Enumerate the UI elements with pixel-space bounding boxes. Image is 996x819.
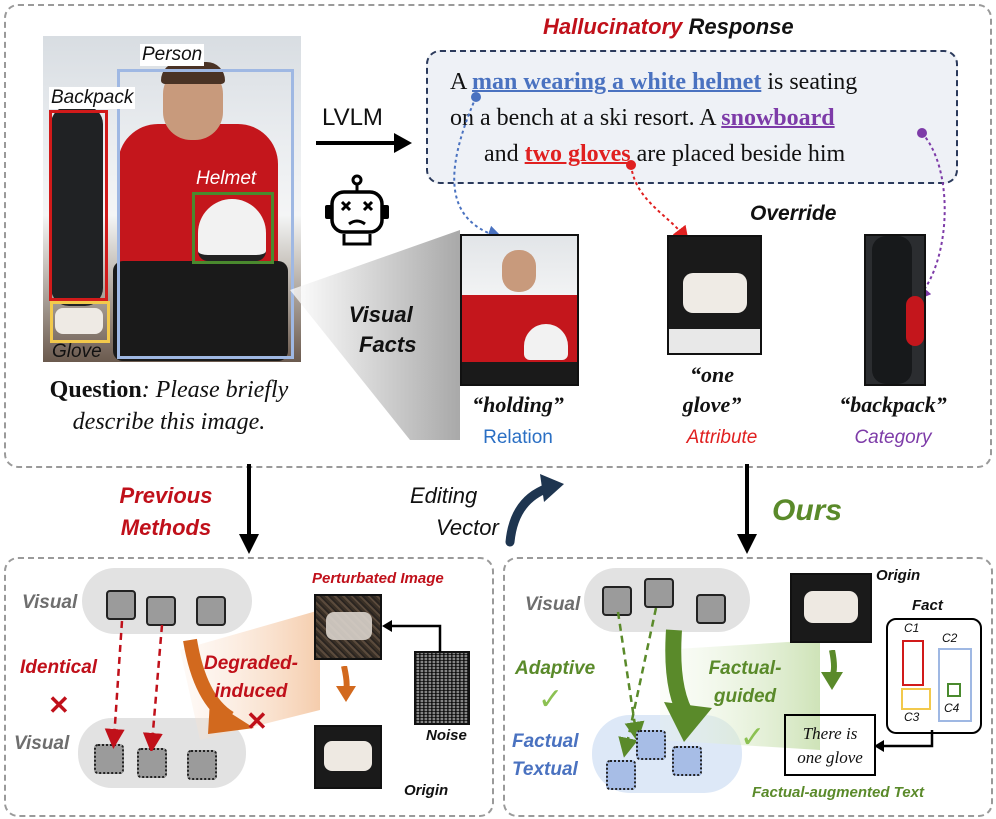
helmet-shape	[198, 199, 266, 261]
response-title: Hallucinatory Response	[543, 14, 794, 39]
editing-vector-arrow	[505, 474, 564, 547]
fact-box	[886, 618, 982, 734]
noise-label: Noise	[426, 727, 467, 744]
attribute-phrase: two gloves	[524, 141, 631, 167]
augmented-text-label: Factual-augmented Text	[752, 784, 924, 801]
category-word: snowboard	[721, 105, 835, 131]
c1-label: C1	[904, 621, 920, 635]
green-beam	[660, 629, 820, 750]
c1-box	[902, 640, 924, 686]
visual-top-label: Visual	[22, 592, 78, 613]
degraded-cross-icon: ✕	[246, 706, 268, 736]
visual-facts-cone	[290, 230, 460, 440]
visual-facts-label: Visual Facts	[348, 302, 417, 357]
identical-arrows	[104, 620, 164, 751]
top-panel	[4, 4, 992, 468]
textual-token-3	[672, 746, 702, 776]
visual-label-right: Visual	[525, 594, 581, 615]
person-hair	[161, 62, 225, 84]
origin-image-right	[790, 573, 872, 643]
origin-image-left	[314, 725, 382, 789]
helmet-label: Helmet	[196, 168, 257, 189]
edited-token-1	[94, 744, 124, 774]
c4-label: C4	[944, 701, 960, 715]
fact-quote-category: “backpack”	[839, 392, 947, 417]
main-photo	[43, 36, 301, 362]
adaptive-check-icon: ✓	[538, 683, 564, 716]
person-bbox	[117, 69, 294, 359]
down-arrow-right	[737, 464, 757, 554]
degraded-label: Degraded- induced	[204, 653, 298, 702]
person-pants	[113, 261, 288, 361]
c2-box	[938, 648, 972, 722]
backpack-bbox	[49, 110, 108, 301]
perturbated-image	[314, 594, 382, 660]
question-label: Question	[49, 377, 142, 403]
identical-cross-icon: ✕	[48, 690, 70, 720]
identical-label: Identical	[20, 657, 98, 678]
origin-label-right: Origin	[876, 567, 921, 584]
question-text: Question: Please briefly describe this i…	[49, 377, 289, 435]
guided-check-icon: ✓	[740, 721, 766, 754]
previous-methods-label: Previous Methods	[119, 483, 213, 540]
visual-token-r2	[644, 578, 674, 608]
c3-box	[901, 688, 931, 710]
glove-bbox	[50, 301, 110, 343]
adaptive-label: Adaptive	[515, 658, 596, 679]
factual-textual-label: Factual Textual	[512, 731, 579, 780]
override-label: Override	[750, 202, 837, 225]
editing-vector-label: Editing Vector	[410, 483, 499, 540]
factual-guided-label: Factual- guided	[708, 658, 782, 707]
fact-crop-category	[864, 234, 926, 386]
c4-box	[947, 683, 961, 697]
fact-to-text-arrow	[874, 730, 934, 752]
fact-type-relation: Relation	[483, 427, 553, 448]
noise-arrow	[382, 620, 442, 652]
helmet-bbox	[192, 192, 274, 264]
textual-token-1	[606, 760, 636, 790]
visual-token-r1	[602, 586, 632, 616]
relation-phrase: man wearing a white helmet	[472, 69, 762, 95]
visual-token-r3	[696, 594, 726, 624]
adaptive-arrows	[616, 608, 658, 758]
override-arrows	[453, 92, 946, 302]
fact-type-attribute: Attribute	[686, 427, 758, 448]
ours-panel	[503, 557, 993, 817]
robot-icon	[325, 174, 389, 246]
lvlm-arrow	[316, 133, 412, 153]
perturb-down-arrow	[336, 666, 356, 702]
visual-token-3	[196, 596, 226, 626]
c3-label: C3	[904, 710, 920, 724]
augmented-text-box: There is one glove	[784, 714, 876, 776]
visual-bottom-label: Visual	[14, 733, 70, 754]
fact-quote-attribute: “one glove”	[682, 362, 742, 417]
response-box: A man wearing a white helmet is seating …	[426, 50, 958, 184]
perturbated-label: Perturbated Image	[312, 570, 444, 587]
origin-label-left: Origin	[404, 782, 449, 799]
visual-token-1	[106, 590, 136, 620]
glove-shape	[55, 308, 103, 334]
person-label: Person	[140, 44, 205, 66]
backpack-label: Backpack	[49, 87, 136, 109]
backpack-shape	[51, 106, 103, 306]
noise-image	[414, 651, 470, 725]
lvlm-label: LVLM	[322, 104, 383, 131]
origin-down-arrow	[821, 650, 843, 690]
glove-label: Glove	[52, 341, 102, 362]
fact-quote-relation: “holding”	[472, 392, 564, 417]
fact-crop-attribute	[667, 235, 762, 355]
fact-type-category: Category	[854, 427, 932, 448]
fact-label: Fact	[912, 597, 943, 614]
previous-methods-panel	[4, 557, 494, 817]
c2-label: C2	[942, 631, 958, 645]
edited-token-3	[187, 750, 217, 780]
down-arrow-left	[239, 464, 259, 554]
edited-token-2	[137, 748, 167, 778]
fact-crop-relation	[460, 234, 579, 386]
textual-token-2	[636, 730, 666, 760]
degraded-beam	[180, 610, 320, 740]
ours-label: Ours	[772, 494, 843, 527]
